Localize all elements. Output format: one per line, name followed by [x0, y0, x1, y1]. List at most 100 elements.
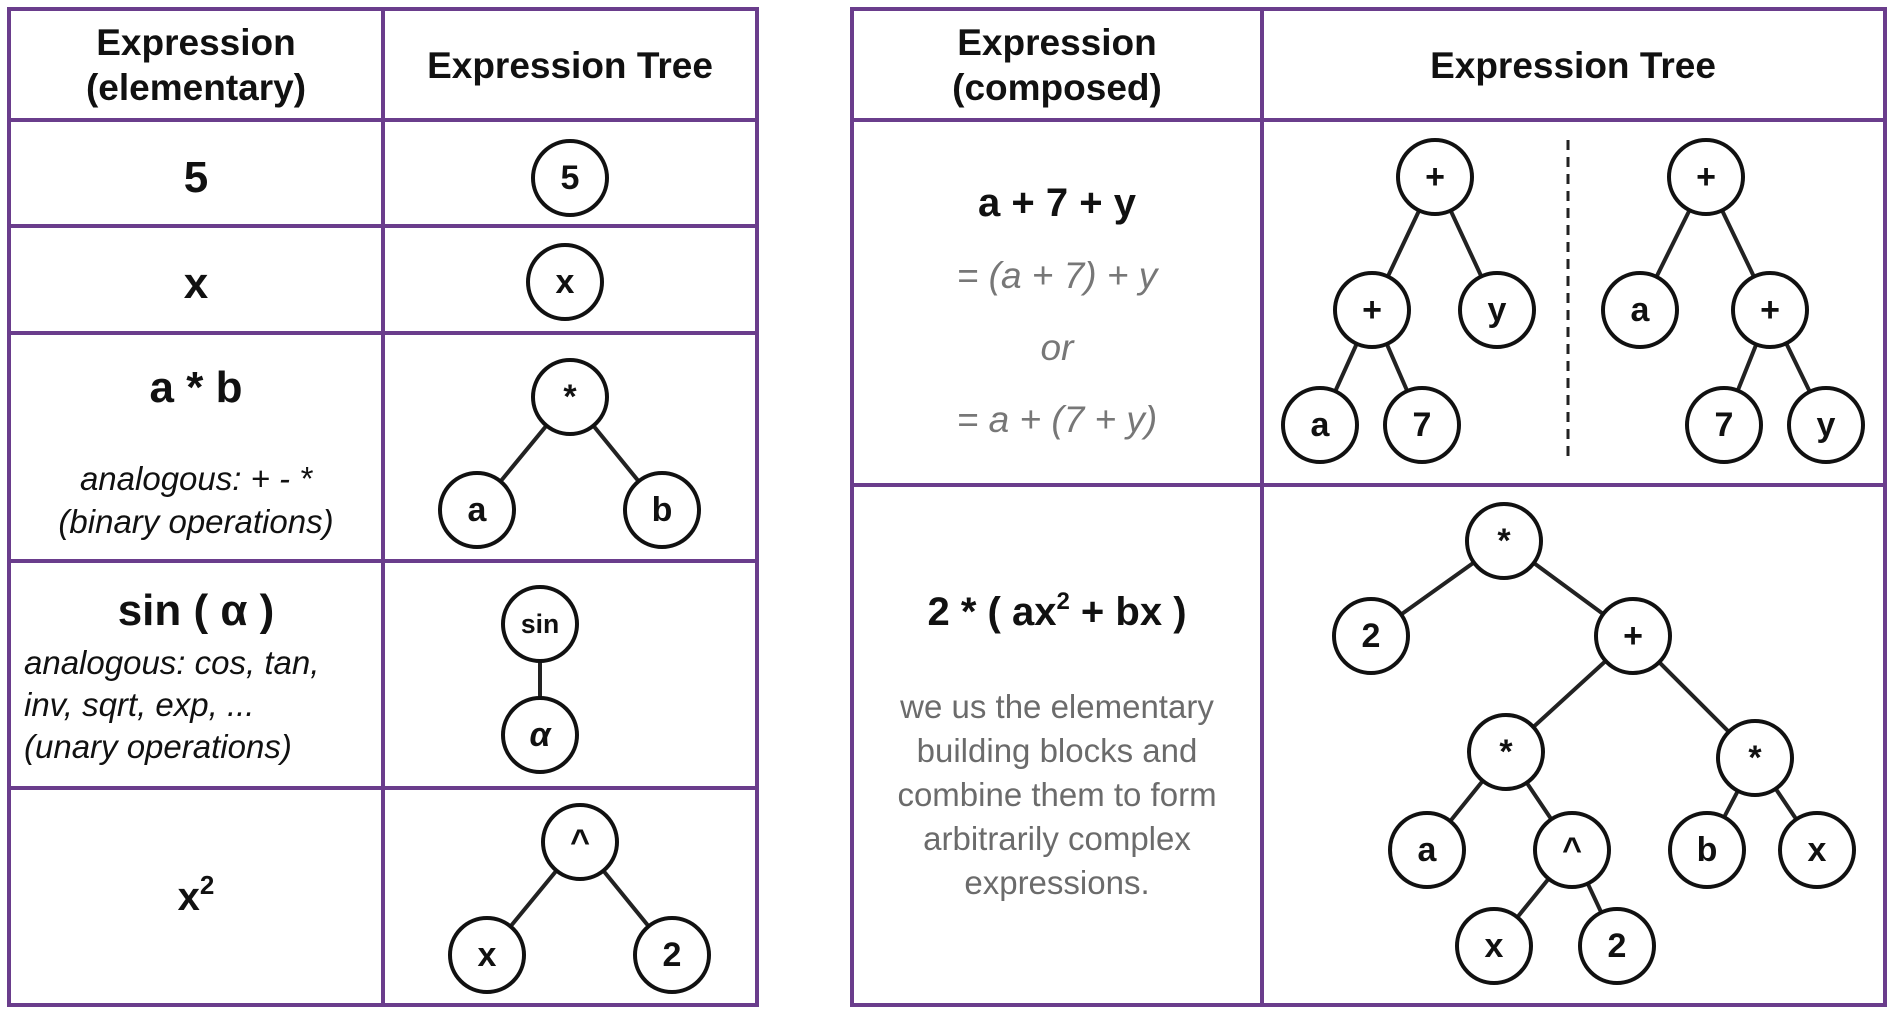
tree-node-label: α — [529, 716, 552, 754]
tree-composed-polynomial: * 2 + * * a ^ b x x 2 — [1332, 502, 1856, 985]
tree-node-circle — [633, 916, 711, 994]
tree-node-circle — [1281, 386, 1359, 464]
tree-node: + — [1396, 138, 1474, 216]
right-table-border — [850, 7, 1887, 1007]
tree-node-circle — [1333, 271, 1411, 349]
tree-x-squared: ^ x 2 — [448, 803, 711, 994]
tree-node-label: a — [468, 491, 488, 529]
tree-node-circle — [526, 243, 604, 321]
description-line: we us the elementary — [899, 688, 1214, 725]
expr-x-squared: x2 — [178, 870, 215, 919]
tree-node-label: b — [1697, 831, 1718, 869]
expr-x: x — [184, 259, 209, 308]
note-binary-operations: (binary operations) — [58, 503, 333, 540]
tree-node-label: + — [1362, 291, 1382, 329]
tree-node-label: * — [1499, 733, 1513, 771]
composed-description: we us the elementary building blocks and… — [897, 688, 1216, 901]
tree-node: 7 — [1685, 386, 1763, 464]
tree-node-label: a — [1418, 831, 1438, 869]
expr-a-plus-7-plus-y: a + 7 + y — [978, 181, 1137, 225]
tree-node-circle — [1578, 907, 1656, 985]
tree-node-label: x — [1808, 831, 1827, 869]
tree-node: a — [1388, 811, 1466, 889]
tree-node-circle — [1455, 907, 1533, 985]
tree-node-circle — [1396, 138, 1474, 216]
tree-node: * — [1467, 713, 1545, 791]
expr-sin-alpha: sin ( α ) — [118, 586, 275, 635]
tree-node: b — [1668, 811, 1746, 889]
tree-node-label: + — [1425, 158, 1445, 196]
tree-node-label: b — [652, 491, 673, 529]
tree-node-label: 2 — [663, 936, 682, 974]
tree-node: b — [623, 471, 701, 549]
tree-a-times-b: * a b — [438, 358, 701, 549]
description-line: expressions. — [964, 864, 1149, 901]
tree-node: x — [448, 916, 526, 994]
description-line: building blocks and — [917, 732, 1198, 769]
tree-node: a — [1281, 386, 1359, 464]
tree-node-label: ^ — [570, 823, 590, 861]
tree-node-circle — [1778, 811, 1856, 889]
tree-node: + — [1667, 138, 1745, 216]
note-unary-analogous: analogous: cos, tan, — [24, 644, 319, 681]
note-binary-analogous: analogous: + - * — [80, 460, 313, 497]
tree-node: 5 — [531, 139, 609, 217]
tree-node: x — [1778, 811, 1856, 889]
tree-node: y — [1787, 386, 1865, 464]
tree-node-label: y — [1817, 406, 1836, 444]
tree-node: * — [1465, 502, 1543, 580]
expr-right-assoc: = a + (7 + y) — [957, 399, 1158, 440]
tree-sin-alpha: sin α — [501, 585, 579, 774]
tree-node-label: ^ — [1562, 831, 1582, 869]
tree-node-circle — [1533, 811, 1611, 889]
note-unary-list: inv, sqrt, exp, ... — [24, 686, 254, 723]
tree-node: 7 — [1383, 386, 1461, 464]
tree-node-circle — [1668, 811, 1746, 889]
tree-variable-x: x — [526, 243, 604, 321]
expr-left-assoc: = (a + 7) + y — [957, 255, 1160, 296]
tree-node-circle — [531, 358, 609, 436]
tree-node-circle — [1594, 597, 1672, 675]
tree-node-label: * — [1497, 522, 1511, 560]
tree-node-label: * — [1748, 739, 1762, 777]
right-header-expression-sub: (composed) — [952, 67, 1162, 108]
tree-node: + — [1594, 597, 1672, 675]
tree-node-label: 7 — [1413, 406, 1432, 444]
tree-node-label: 5 — [561, 159, 580, 197]
table-grid — [7, 7, 1887, 1007]
tree-left-associative: + + y a 7 — [1281, 138, 1536, 464]
tree-node-circle — [1731, 271, 1809, 349]
tree-node-label: 2 — [1608, 927, 1627, 965]
tree-node-circle — [501, 696, 579, 774]
tree-node-circle — [1465, 502, 1543, 580]
tree-node-label: + — [1623, 617, 1643, 655]
tree-node: * — [1716, 719, 1794, 797]
tree-node-circle — [1383, 386, 1461, 464]
tree-node-circle — [1332, 597, 1410, 675]
tree-node-label: x — [1485, 927, 1504, 965]
tree-node-circle — [1685, 386, 1763, 464]
description-line: arbitrarily complex — [923, 820, 1191, 857]
tree-node-label: y — [1488, 291, 1507, 329]
tree-node-circle — [541, 803, 619, 881]
tree-node-circle — [1787, 386, 1865, 464]
tree-node-circle — [1601, 271, 1679, 349]
tree-node: sin — [501, 585, 579, 663]
tree-node-label: a — [1311, 406, 1331, 444]
expr-composed-polynomial: 2 * ( ax2 + bx ) — [927, 588, 1186, 634]
tree-node: * — [531, 358, 609, 436]
tree-node: 2 — [1332, 597, 1410, 675]
tree-node-circle — [1458, 271, 1536, 349]
tree-node-label: sin — [521, 609, 559, 639]
tree-node: ^ — [541, 803, 619, 881]
tree-node-circle — [448, 916, 526, 994]
tree-node: ^ — [1533, 811, 1611, 889]
expr-or: or — [1041, 327, 1076, 368]
tree-node-label: 2 — [1362, 617, 1381, 655]
right-header-tree: Expression Tree — [1430, 45, 1716, 86]
tree-node: 2 — [633, 916, 711, 994]
left-header-expression: Expression — [96, 22, 295, 63]
tree-node-circle — [1467, 713, 1545, 791]
left-header-expression-sub: (elementary) — [86, 67, 306, 108]
